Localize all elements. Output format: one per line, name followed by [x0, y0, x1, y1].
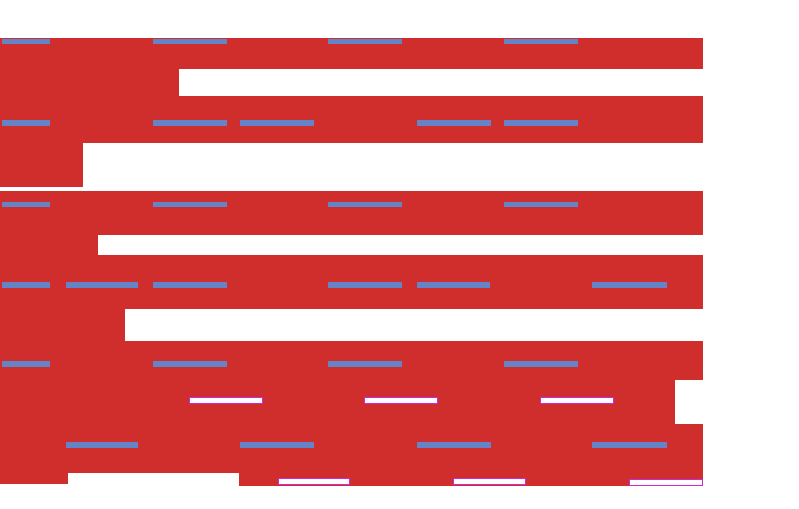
blue-bar — [2, 120, 50, 126]
white-cutout — [675, 380, 703, 424]
blue-bar — [328, 39, 402, 44]
red-block — [0, 143, 83, 187]
red-block — [0, 69, 179, 96]
blue-bar — [66, 282, 138, 288]
blue-bar — [2, 202, 50, 207]
blue-bar — [417, 442, 491, 448]
blue-bar — [592, 442, 667, 448]
blue-bar — [2, 39, 50, 44]
red-block — [0, 309, 125, 341]
blue-bar — [328, 282, 402, 288]
blue-bar — [417, 282, 490, 288]
blue-bar — [504, 39, 578, 44]
blue-bar — [328, 202, 402, 207]
red-block — [0, 96, 703, 143]
blue-bar — [592, 282, 667, 288]
magenta-outlined-bar — [189, 397, 263, 404]
blue-bar — [153, 39, 227, 44]
magenta-outlined-bar — [629, 479, 703, 486]
blue-bar — [2, 361, 50, 367]
blue-bar — [153, 202, 227, 207]
magenta-outlined-bar — [364, 397, 438, 404]
blue-bar — [417, 120, 491, 126]
blue-bar — [240, 442, 314, 448]
blue-bar — [504, 202, 578, 207]
blue-bar — [153, 282, 227, 288]
blue-bar — [153, 120, 227, 126]
blue-bar — [153, 361, 227, 367]
blue-bar — [66, 442, 138, 448]
magenta-outlined-bar — [278, 478, 350, 485]
red-block — [0, 235, 98, 255]
blue-bar — [504, 120, 578, 126]
red-block — [0, 473, 68, 484]
magenta-outlined-bar — [453, 478, 526, 485]
blue-bar — [504, 361, 578, 367]
blue-bar — [240, 120, 314, 126]
blue-bar — [2, 282, 50, 288]
blue-bar — [328, 361, 402, 367]
magenta-outlined-bar — [540, 397, 614, 404]
red-block — [0, 191, 703, 235]
